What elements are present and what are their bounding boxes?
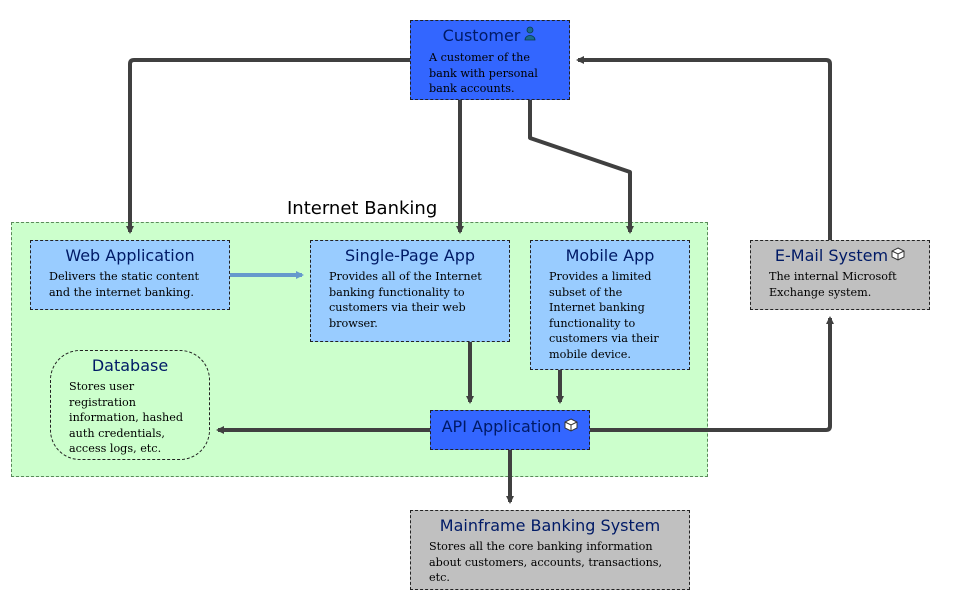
email-system-node[interactable]: E-Mail System The internal Microsoft Exc… (750, 240, 930, 310)
web-application-title: Web Application (65, 246, 195, 265)
single-page-app-description: Provides all of the Internet banking fun… (329, 270, 482, 330)
single-page-app-node[interactable]: Single-Page App Provides all of the Inte… (310, 240, 510, 342)
api-application-title: API Application (441, 417, 562, 436)
arrow-customer-to-mobile-app (528, 100, 634, 234)
mainframe-title: Mainframe Banking System (439, 516, 661, 535)
customer-title: Customer (442, 26, 521, 45)
web-application-description: Delivers the static content and the inte… (49, 270, 200, 299)
api-application-node[interactable]: API Application (430, 410, 590, 450)
mobile-app-node[interactable]: Mobile App Provides a limited subset of … (530, 240, 690, 370)
arrow-email-to-customer (576, 56, 832, 240)
cube-icon (891, 246, 905, 266)
database-description: Stores user registration information, ha… (69, 380, 184, 456)
mainframe-banking-system-node[interactable]: Mainframe Banking System Stores all the … (410, 510, 690, 590)
single-page-app-title: Single-Page App (344, 246, 476, 265)
email-system-title: E-Mail System (774, 246, 889, 265)
email-system-title-row: E-Mail System (751, 246, 929, 266)
customer-description: A customer of the bank with personal ban… (429, 51, 538, 96)
boundary-title: Internet Banking (287, 198, 438, 219)
database-node[interactable]: Database Stores user registration inform… (50, 350, 210, 460)
person-icon (523, 26, 537, 47)
web-application-node[interactable]: Web Application Delivers the static cont… (30, 240, 230, 310)
database-title: Database (91, 356, 169, 375)
mobile-app-title: Mobile App (565, 246, 655, 265)
mainframe-description: Stores all the core banking information … (429, 540, 663, 585)
cube-icon (564, 417, 578, 437)
arrow-api-to-email (590, 316, 834, 432)
arrow-customer-to-web-application (126, 58, 410, 234)
email-system-description: The internal Microsoft Exchange system. (769, 270, 897, 299)
api-application-title-row: API Application (431, 417, 589, 437)
customer-node[interactable]: Customer A customer of the bank with per… (410, 20, 570, 100)
customer-title-row: Customer (411, 26, 569, 47)
mobile-app-description: Provides a limited subset of the Interne… (549, 270, 659, 361)
